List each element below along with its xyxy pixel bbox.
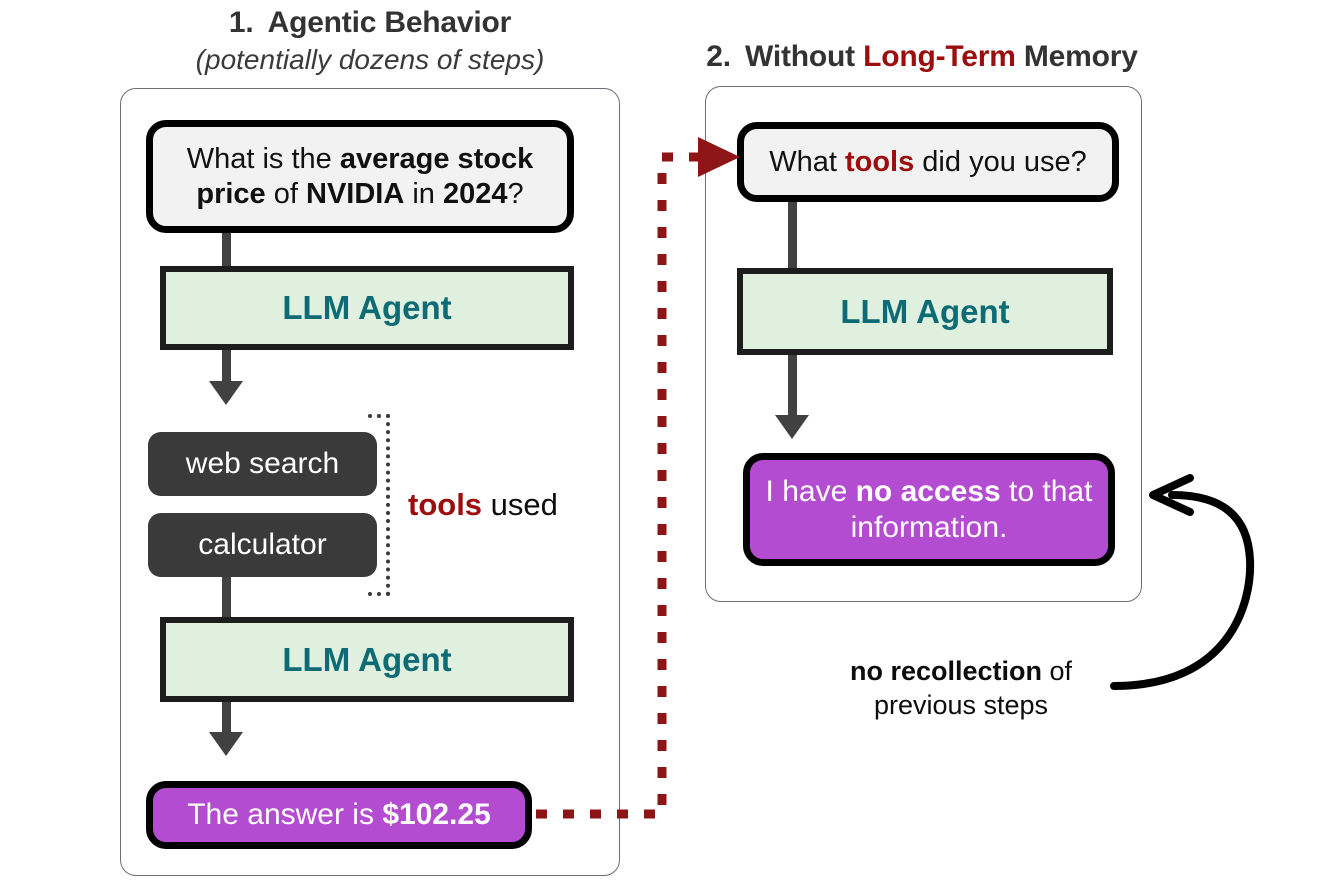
connector-agent1-to-tools-arrowhead (209, 381, 243, 405)
right-agent-box: LLM Agent (737, 268, 1113, 355)
right-title-post: Memory (1015, 40, 1138, 73)
right-question-post: did you use? (914, 145, 1087, 178)
connector-right-agent-to-answer-arrowhead (775, 415, 809, 439)
left-question-bubble: What is the average stock price of NVIDI… (146, 120, 574, 233)
right-answer-post: to that information. (850, 474, 1093, 544)
left-agent-box-1: LLM Agent (160, 266, 574, 350)
right-question-bold: tools (844, 145, 915, 178)
connector-agent1-to-tools-line (222, 350, 231, 383)
left-panel-title: 1. Agentic Behavior (120, 6, 620, 40)
no-recollection-arrowhead (1149, 474, 1194, 516)
connector-agent2-to-answer-line (222, 702, 231, 734)
right-title-number: 2. (706, 40, 731, 73)
no-recollection-caption: no recollection of previous steps (816, 655, 1106, 723)
tools-used-rest: used (482, 487, 558, 522)
tool-chip-web-search: web search (148, 432, 377, 496)
connector-tools-to-agent2 (222, 577, 231, 617)
connector-right-question-to-agent (788, 202, 797, 268)
no-recollection-line2: previous steps (873, 689, 1049, 720)
right-question-pre: What (769, 145, 845, 178)
tool-label-1: calculator (198, 528, 327, 561)
left-question-pre: What is the (186, 143, 340, 176)
right-panel-frame (705, 86, 1142, 602)
left-panel-subtitle: (potentially dozens of steps) (195, 44, 545, 75)
left-question-bold-3: 2024 (442, 177, 508, 210)
right-question-bubble: What tools did you use? (737, 122, 1119, 202)
right-title-pre: Without (745, 40, 864, 73)
left-answer-bold: $102.25 (382, 798, 491, 831)
connector-question-to-agent1 (222, 233, 231, 266)
left-agent-box-2: LLM Agent (160, 617, 574, 702)
left-question-bold-1: average stock price (196, 143, 534, 210)
connector-right-agent-to-answer-line (788, 355, 797, 417)
left-agent-label-1: LLM Agent (282, 289, 452, 326)
no-recollection-rest: of (1042, 656, 1073, 686)
left-question-mid: of (265, 177, 306, 210)
connector-agent2-to-answer-arrowhead (209, 732, 243, 756)
right-agent-label: LLM Agent (840, 292, 1010, 330)
tools-used-bold: tools (408, 487, 483, 522)
no-recollection-bold: no recollection (849, 656, 1042, 686)
left-answer-pre: The answer is (187, 798, 383, 831)
left-agent-label-2: LLM Agent (282, 640, 452, 678)
tools-bracket (368, 414, 390, 596)
left-title-number: 1. (228, 6, 254, 39)
tools-used-caption: tools used (408, 487, 558, 523)
left-question-bold-2: NVIDIA (306, 177, 405, 210)
tool-label-0: web search (185, 447, 340, 480)
right-panel-title: 2. Without Long-Term Memory (672, 40, 1172, 74)
right-answer-box: I have no access to that information. (743, 453, 1115, 566)
left-title-text: Agentic Behavior (267, 6, 512, 39)
right-answer-bold: no access (855, 474, 1001, 508)
left-question-post: ? (507, 177, 524, 210)
left-question-mid-2: in (404, 177, 443, 210)
right-answer-pre: I have (765, 474, 856, 508)
tool-chip-calculator: calculator (148, 513, 377, 577)
right-title-accent: Long-Term (863, 40, 1016, 73)
left-answer-box: The answer is $102.25 (146, 781, 532, 849)
